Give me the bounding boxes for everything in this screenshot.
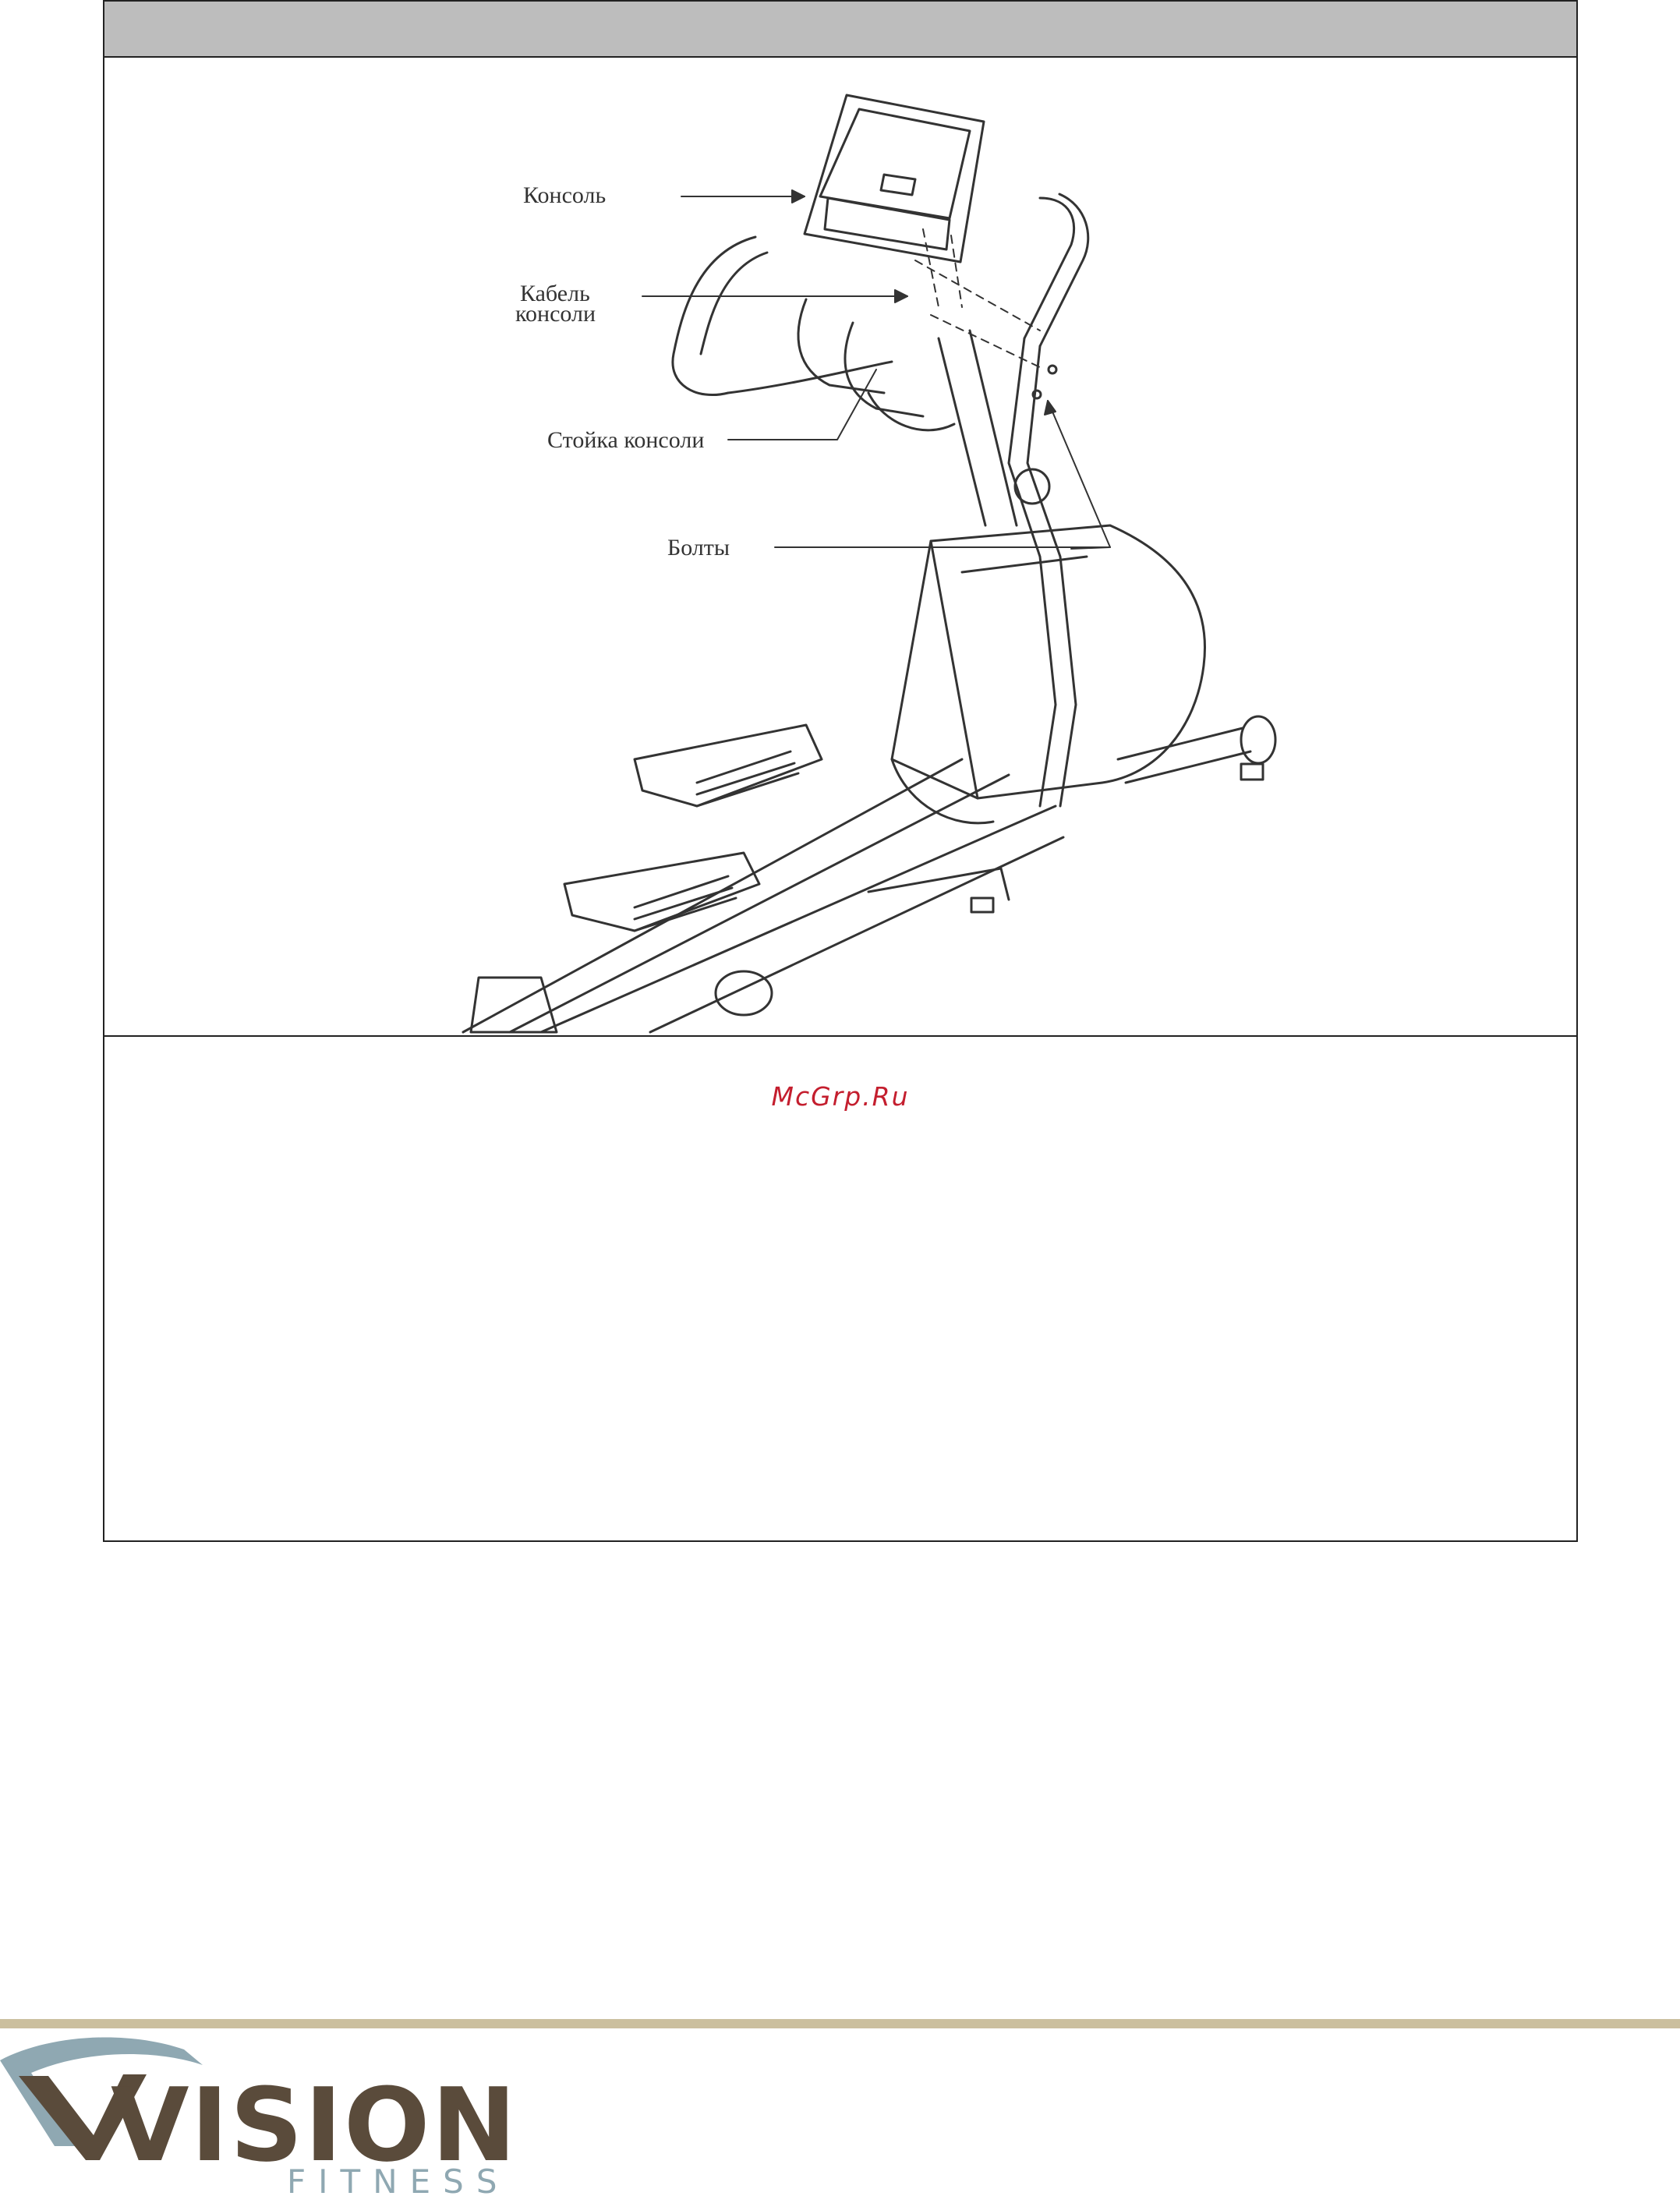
front-roller bbox=[471, 971, 772, 1032]
dashed-guides bbox=[915, 229, 1045, 370]
left-pedal bbox=[635, 725, 822, 806]
logo-brand-sub: FITNESS bbox=[287, 2162, 509, 2196]
console-mast-illustration bbox=[939, 331, 1049, 525]
rear-stabilizer bbox=[1118, 716, 1275, 783]
left-handlebar bbox=[673, 237, 892, 395]
rails bbox=[463, 759, 1063, 1032]
callout-console-mast: Стойка консоли bbox=[547, 427, 704, 453]
machine-body bbox=[892, 525, 1205, 823]
vision-fitness-logo: VISION FITNESS bbox=[0, 2029, 546, 2196]
watermark-text: McGrp.Ru bbox=[104, 1081, 1576, 1112]
vision-logo-graphic: VISION FITNESS bbox=[0, 2029, 546, 2196]
instruction-table: Консоль Кабель консоли Стойка консоли Бо… bbox=[103, 0, 1578, 1542]
table-header-bar bbox=[104, 2, 1576, 58]
callout-cable-line2: консоли bbox=[515, 301, 596, 327]
console-illustration bbox=[805, 95, 984, 262]
callout-console: Консоль bbox=[523, 182, 606, 208]
elliptical-assembly-illustration: Консоль Кабель консоли Стойка консоли Бо… bbox=[104, 58, 1576, 1035]
footer-rule bbox=[0, 2019, 1680, 2028]
callout-bolts: Болты bbox=[667, 535, 730, 560]
note-cell: McGrp.Ru bbox=[104, 1037, 1576, 1542]
callout-leaders bbox=[642, 190, 1110, 549]
assembly-figure-cell: Консоль Кабель консоли Стойка консоли Бо… bbox=[104, 58, 1576, 1037]
